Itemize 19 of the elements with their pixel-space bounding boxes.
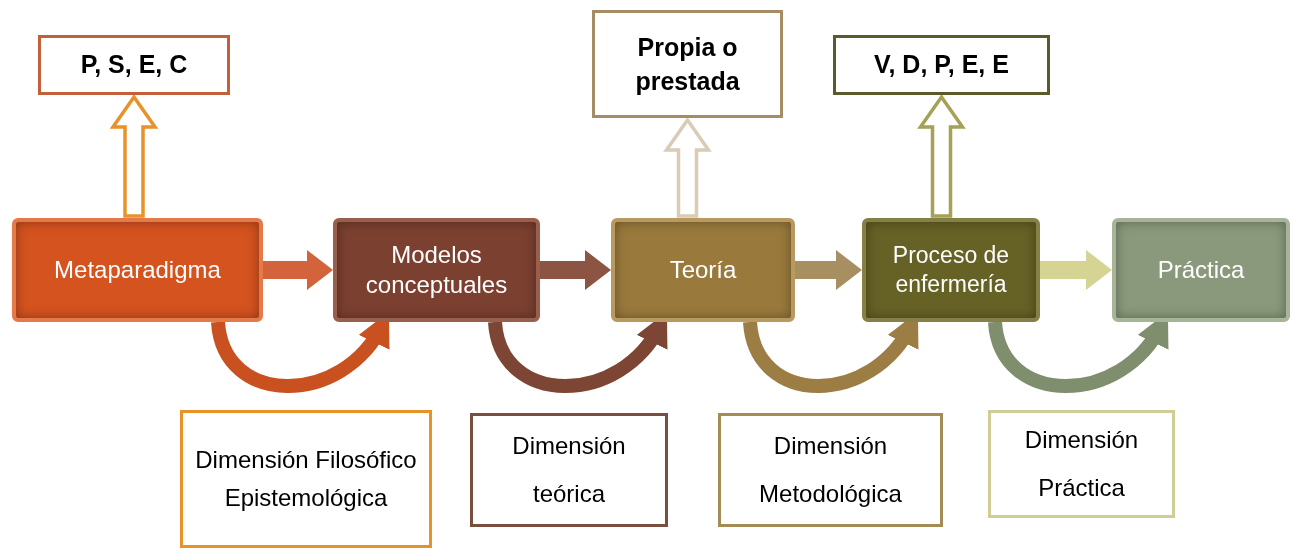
process-box: Modelos conceptuales xyxy=(333,218,540,322)
process-box: Teoría xyxy=(611,218,795,322)
block-arrow xyxy=(795,250,862,290)
dimension-box: Dimensión Práctica xyxy=(988,410,1175,518)
block-arrow xyxy=(263,250,333,290)
dimension-box: Dimensión teórica xyxy=(470,413,668,527)
block-arrow xyxy=(1040,250,1112,290)
note-box: Propia o prestada xyxy=(592,10,783,118)
process-box: Proceso de enfermería xyxy=(862,218,1040,322)
hollow-arrow xyxy=(109,93,159,218)
process-box: Metaparadigma xyxy=(12,218,263,322)
hollow-arrow xyxy=(663,116,712,218)
dimension-box: Dimensión Filosófico Epistemológica xyxy=(180,410,432,548)
hollow-arrow xyxy=(917,93,966,218)
process-box: Práctica xyxy=(1112,218,1290,322)
dimension-box: Dimensión Metodológica xyxy=(718,413,943,527)
note-box: V, D, P, E, E xyxy=(833,35,1050,95)
block-arrow xyxy=(540,250,611,290)
note-box: P, S, E, C xyxy=(38,35,230,95)
